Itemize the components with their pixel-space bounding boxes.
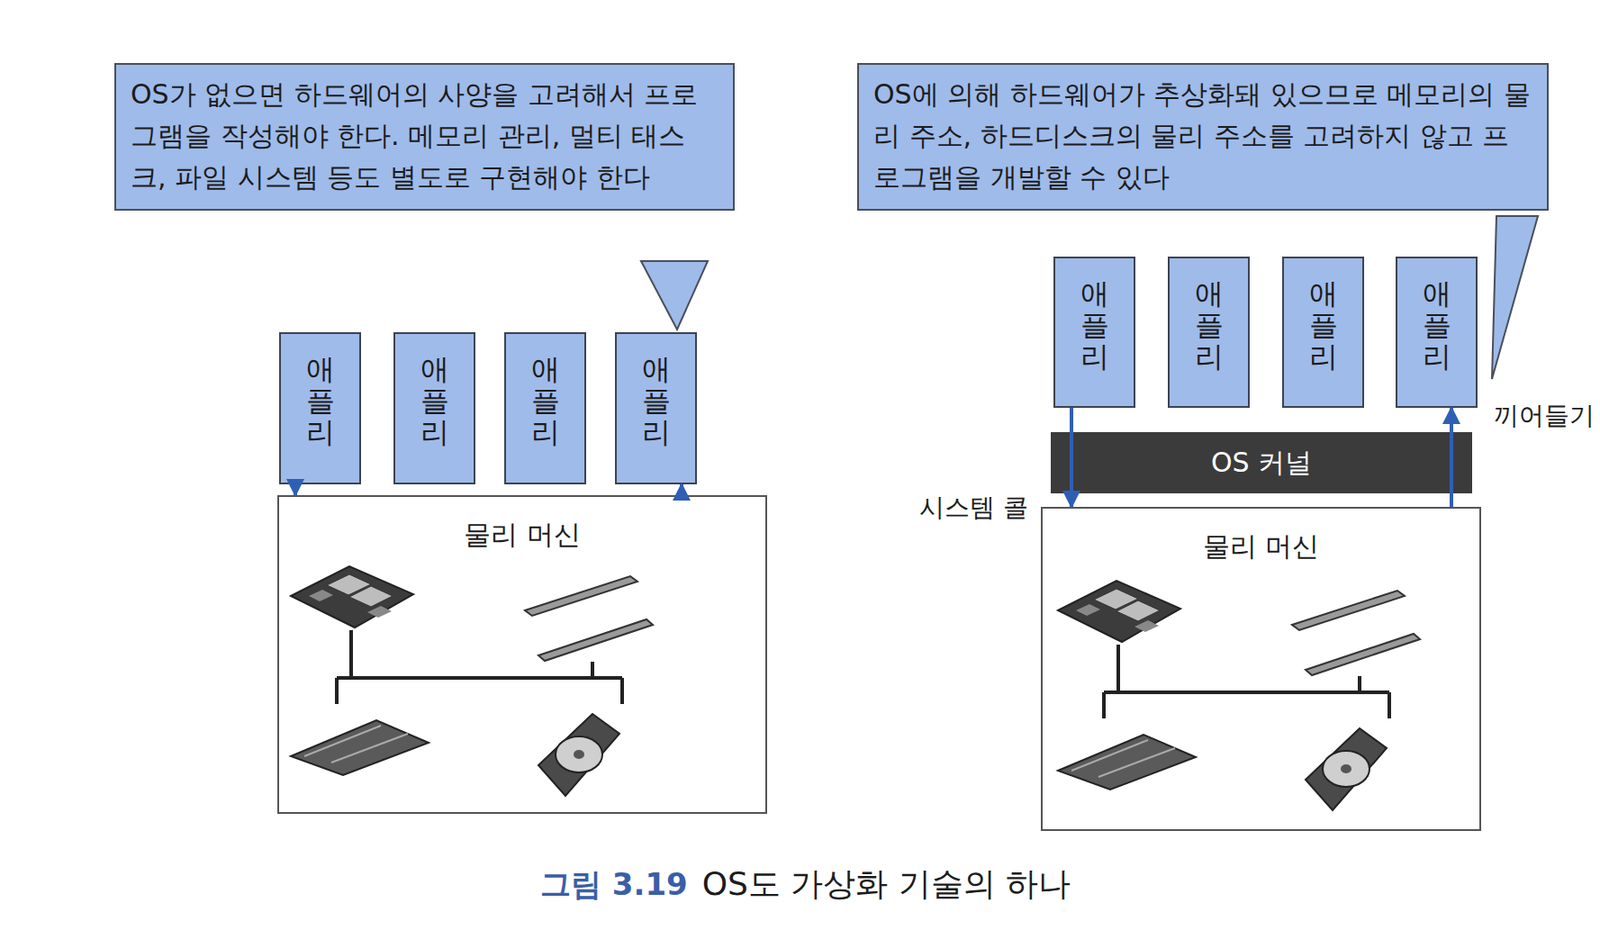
app-label: 애플리 <box>1422 278 1452 374</box>
machine-label: 물리 머신 <box>1042 528 1480 566</box>
arrow-connector <box>1449 407 1454 507</box>
machine-box: 물리 머신 <box>277 495 768 814</box>
edge-label: 시스템 콜 <box>916 490 1031 525</box>
app-box: 애플리 <box>614 332 697 485</box>
app-box: 애플리 <box>1282 256 1365 408</box>
app-box: 애플리 <box>1395 256 1478 408</box>
app-label: 애플리 <box>1194 278 1224 374</box>
machine-box: 물리 머신 <box>1040 506 1482 832</box>
caption: OS도 가상화 기술의 하나 <box>702 862 1072 907</box>
callout-label: OS가 없으면 하드웨어의 사양을 고려해서 프로그램을 작성해야 한다. 메모… <box>130 73 719 199</box>
arrow-connector <box>679 484 684 496</box>
edge-label: 끼어들기 <box>1491 398 1598 434</box>
arrow-connector <box>1069 407 1074 507</box>
app-label: 애플리 <box>531 353 561 450</box>
kernel-band: OS 커널 <box>1050 432 1473 494</box>
app-box: 애플리 <box>504 332 587 485</box>
app-box: 애플리 <box>279 332 362 485</box>
caption-line: 그림 3.19 OS도 가상화 기술의 하나 <box>540 862 1071 907</box>
app-label: 애플리 <box>1309 278 1338 374</box>
callout-label: OS에 의해 하드웨어가 추상화돼 있으므로 메모리의 물리 주소, 하드디스크… <box>873 73 1533 199</box>
app-box: 애플리 <box>393 332 476 485</box>
app-label: 애플리 <box>641 353 671 450</box>
app-box: 애플리 <box>1053 256 1136 408</box>
app-label: 애플리 <box>1080 278 1110 374</box>
app-label: 애플리 <box>306 353 335 450</box>
kernel-label: OS 커널 <box>1211 444 1312 482</box>
figure-number: 그림 3.19 <box>540 864 688 906</box>
machine-label: 물리 머신 <box>279 516 766 554</box>
callout-box: OS가 없으면 하드웨어의 사양을 고려해서 프로그램을 작성해야 한다. 메모… <box>114 63 735 211</box>
app-label: 애플리 <box>420 353 450 450</box>
app-box: 애플리 <box>1167 256 1250 408</box>
callout-box: OS에 의해 하드웨어가 추상화돼 있으므로 메모리의 물리 주소, 하드디스크… <box>857 63 1549 211</box>
arrow-connector <box>293 484 298 496</box>
